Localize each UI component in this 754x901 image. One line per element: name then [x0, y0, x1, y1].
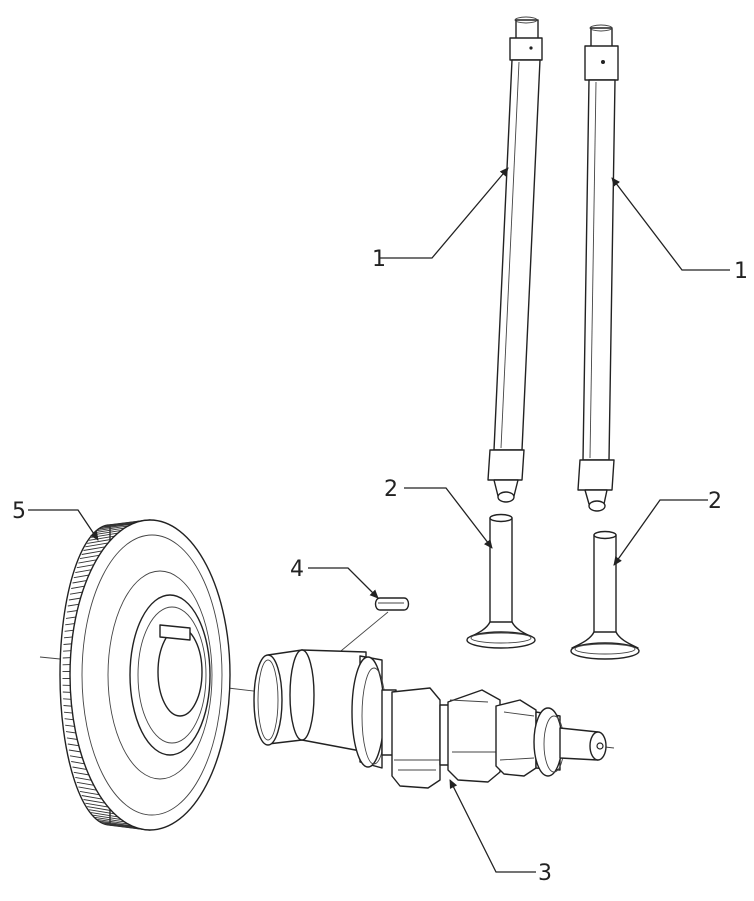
- label-pushrod-right: 1: [734, 259, 748, 284]
- timing-gear: [59, 519, 231, 831]
- label-tappet-right: 2: [708, 489, 722, 514]
- gear-teeth: [62, 519, 151, 831]
- label-camshaft: 3: [538, 861, 552, 886]
- tappet-right: [570, 530, 640, 660]
- pushrod-left: [487, 16, 543, 503]
- label-key: 4: [290, 557, 304, 582]
- label-pushrod-left: 1: [372, 247, 386, 272]
- pushrod-right: [577, 24, 619, 512]
- label-gear: 5: [12, 499, 26, 524]
- woodruff-key: [374, 597, 410, 611]
- tappet-left: [466, 513, 536, 649]
- camshaft: [253, 649, 607, 789]
- label-tappet-left: 2: [384, 477, 398, 502]
- leader-lines: [28, 167, 730, 873]
